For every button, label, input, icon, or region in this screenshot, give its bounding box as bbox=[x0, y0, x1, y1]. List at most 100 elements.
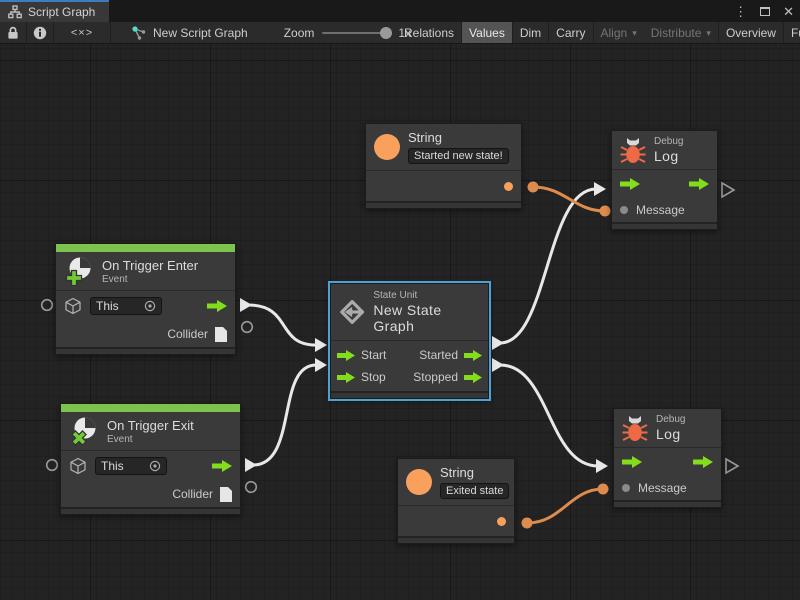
string-type-icon bbox=[374, 134, 400, 160]
flow-input-port[interactable] bbox=[622, 456, 642, 468]
window-controls: ⋮ ✕ bbox=[734, 0, 794, 22]
graph-toolbar: <×> New Script Graph Zoom 1x Relations bbox=[0, 22, 800, 44]
tab-script-graph[interactable]: Script Graph bbox=[0, 0, 110, 22]
flow-output-port[interactable] bbox=[693, 456, 713, 468]
value-port-dot[interactable] bbox=[597, 483, 609, 495]
wire-string-to-message-bottom[interactable] bbox=[526, 487, 604, 525]
node-subtitle: Event bbox=[107, 433, 133, 445]
value-port-dot[interactable] bbox=[599, 205, 611, 217]
unconnected-collider-port[interactable] bbox=[244, 480, 258, 494]
flow-output-port[interactable] bbox=[464, 371, 482, 383]
node-debug-log-bottom[interactable]: Debug Log Message bbox=[613, 408, 722, 508]
values-button[interactable]: Values bbox=[462, 22, 513, 43]
bug-icon bbox=[622, 416, 648, 441]
script-graph-icon bbox=[132, 25, 146, 40]
flow-input-port[interactable] bbox=[620, 178, 640, 190]
string-output-port[interactable] bbox=[504, 181, 513, 191]
info-icon bbox=[33, 26, 47, 39]
unconnected-flow-port[interactable] bbox=[725, 457, 740, 475]
port-label: Started bbox=[419, 348, 458, 362]
gameobject-cube-icon[interactable] bbox=[69, 457, 87, 475]
string-output-port[interactable] bbox=[497, 516, 506, 526]
string-type-icon bbox=[406, 469, 432, 495]
flow-output-port[interactable] bbox=[212, 460, 232, 472]
graph-name-group[interactable]: New Script Graph bbox=[111, 22, 258, 43]
string-value-field[interactable]: Exited state bbox=[440, 483, 510, 499]
unconnected-target-port[interactable] bbox=[45, 458, 59, 472]
value-port-dot[interactable] bbox=[521, 517, 533, 529]
string-value-field[interactable]: Started new state! bbox=[408, 148, 509, 164]
port-arrowhead[interactable] bbox=[492, 336, 504, 350]
maximize-icon[interactable] bbox=[760, 6, 771, 16]
carry-button[interactable]: Carry bbox=[549, 22, 594, 43]
collider-doc-icon[interactable] bbox=[220, 486, 232, 502]
lock-button[interactable] bbox=[0, 22, 27, 43]
node-footer bbox=[614, 500, 721, 507]
wire-enter-to-start[interactable] bbox=[247, 303, 317, 347]
unconnected-collider-port[interactable] bbox=[240, 320, 254, 334]
state-unit-icon bbox=[340, 300, 365, 324]
node-footer bbox=[398, 536, 514, 543]
port-arrowhead[interactable] bbox=[240, 298, 252, 312]
message-input-port[interactable] bbox=[620, 206, 628, 214]
node-title: On Trigger Exit bbox=[107, 417, 194, 433]
node-title: Log bbox=[656, 426, 681, 442]
info-button[interactable] bbox=[27, 22, 54, 43]
bug-icon bbox=[620, 138, 646, 163]
node-title: String bbox=[440, 465, 474, 480]
unconnected-flow-port[interactable] bbox=[721, 181, 736, 199]
graph-canvas[interactable]: String Started new state! bbox=[0, 44, 800, 600]
wire-string-to-message-top[interactable] bbox=[532, 185, 606, 213]
flow-input-port[interactable] bbox=[337, 349, 355, 361]
wire-started-to-log[interactable] bbox=[499, 187, 597, 345]
node-string-bottom[interactable]: String Exited state bbox=[397, 458, 515, 544]
node-on-trigger-exit[interactable]: On Trigger Exit Event This bbox=[60, 403, 241, 515]
target-object-field[interactable]: This bbox=[95, 457, 167, 475]
close-icon[interactable]: ✕ bbox=[783, 3, 794, 19]
node-string-top[interactable]: String Started new state! bbox=[365, 123, 522, 209]
flow-output-port[interactable] bbox=[689, 178, 709, 190]
trigger-exit-event-icon bbox=[71, 417, 96, 446]
port-arrowhead bbox=[596, 459, 608, 473]
event-color-bar bbox=[56, 244, 235, 252]
lock-icon bbox=[8, 26, 18, 39]
node-title: On Trigger Enter bbox=[102, 257, 199, 273]
gameobject-cube-icon[interactable] bbox=[64, 297, 82, 315]
distribute-dropdown[interactable]: Distribute ▾ bbox=[650, 26, 711, 40]
kebab-menu-icon[interactable]: ⋮ bbox=[734, 3, 748, 19]
unconnected-target-port[interactable] bbox=[40, 298, 54, 312]
target-object-field[interactable]: This bbox=[90, 297, 162, 315]
overview-button[interactable]: Overview bbox=[717, 22, 783, 43]
port-label: Stopped bbox=[413, 370, 458, 384]
object-picker-icon[interactable] bbox=[144, 300, 156, 312]
flow-output-port[interactable] bbox=[207, 300, 227, 312]
wire-exit-to-stop[interactable] bbox=[252, 363, 317, 467]
object-picker-icon[interactable] bbox=[149, 460, 161, 472]
relations-button[interactable]: Relations bbox=[397, 22, 463, 43]
zoom-control: Zoom 1x bbox=[258, 22, 411, 43]
full-screen-button[interactable]: Full Screen bbox=[782, 22, 800, 43]
node-debug-log-top[interactable]: Debug Log Message bbox=[611, 130, 718, 230]
chevron-down-icon: ▾ bbox=[632, 27, 637, 38]
port-arrowhead bbox=[315, 358, 327, 372]
port-label: Message bbox=[638, 481, 687, 495]
zoom-slider-handle[interactable] bbox=[380, 26, 393, 39]
node-state-unit[interactable]: State Unit New State Graph Start Started… bbox=[330, 283, 489, 399]
wire-stopped-to-log[interactable] bbox=[499, 363, 599, 468]
port-arrowhead[interactable] bbox=[492, 358, 504, 372]
port-label: Start bbox=[361, 348, 387, 362]
code-preview-toggle[interactable]: <×> bbox=[54, 22, 111, 43]
message-input-port[interactable] bbox=[622, 484, 630, 492]
zoom-slider[interactable] bbox=[322, 26, 393, 39]
wire-layer bbox=[40, 181, 740, 529]
port-label: Collider bbox=[167, 327, 208, 341]
value-port-dot[interactable] bbox=[527, 181, 539, 193]
node-on-trigger-enter[interactable]: On Trigger Enter Event This bbox=[55, 243, 236, 355]
port-arrowhead[interactable] bbox=[245, 458, 257, 472]
flow-input-port[interactable] bbox=[337, 371, 355, 383]
node-footer bbox=[612, 222, 717, 229]
dim-button[interactable]: Dim bbox=[513, 22, 550, 43]
align-dropdown[interactable]: Align ▾ bbox=[600, 26, 637, 40]
collider-doc-icon[interactable] bbox=[215, 326, 227, 342]
flow-output-port[interactable] bbox=[464, 349, 482, 361]
